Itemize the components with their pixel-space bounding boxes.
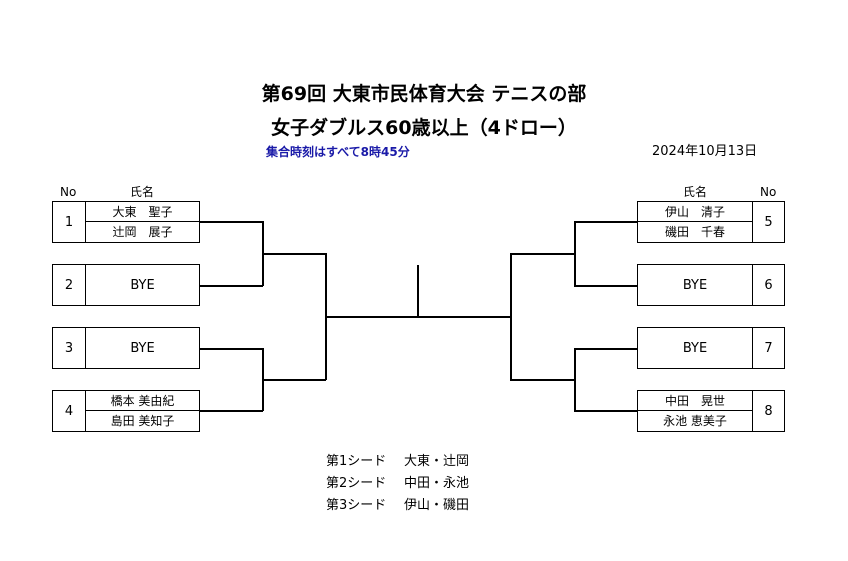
entry-4-player-2: 島田 美知子 (110, 414, 175, 428)
page-title: 第69回 大東市民体育大会 テニスの部 (261, 83, 587, 105)
bracket-line (510, 253, 575, 255)
bracket-line (574, 410, 637, 412)
bracket-line (510, 379, 575, 381)
event-subtitle: 女子ダブルス60歳以上（4ドロー） (271, 117, 577, 139)
entry-4-player-1: 橋本 美由紀 (86, 391, 199, 411)
bracket-line (574, 221, 637, 223)
entry-4-name-box: 橋本 美由紀 島田 美知子 (85, 390, 200, 432)
entry-5-player-2: 磯田 千春 (664, 225, 725, 239)
seed-pair: 伊山・磯田 (404, 498, 470, 513)
seed-label: 第3シード (326, 498, 387, 513)
draw-number-5: 5 (752, 201, 785, 243)
bracket-line (200, 285, 263, 287)
bracket-line (574, 348, 637, 350)
entry-1-player-1: 大東 聖子 (86, 202, 199, 222)
seed-pair: 大東・辻岡 (404, 454, 470, 469)
entry-5-player-1: 伊山 清子 (638, 202, 752, 222)
header-no-left: No (60, 185, 77, 199)
header-name-left: 氏名 (130, 185, 155, 199)
bracket-line (510, 253, 512, 380)
entry-8-player-2: 永池 恵美子 (663, 414, 727, 428)
bracket-line (262, 253, 326, 255)
draw-number-2: 2 (52, 264, 86, 306)
entry-8-player-1: 中田 晃世 (638, 391, 752, 411)
entry-6-bye: BYE (637, 264, 753, 306)
event-date: 2024年10月13日 (652, 144, 758, 159)
meeting-time-note: 集合時刻はすべて8時45分 (266, 145, 410, 159)
entry-3-bye: BYE (85, 327, 200, 369)
entry-2-bye: BYE (85, 264, 200, 306)
draw-number-1: 1 (52, 201, 86, 243)
bracket-line (200, 410, 263, 412)
entry-1-player-2: 辻岡 展子 (112, 225, 173, 239)
seed-row-3: 第3シード 伊山・磯田 (326, 495, 469, 517)
seed-row-1: 第1シード 大東・辻岡 (326, 451, 469, 473)
seed-label: 第1シード (326, 454, 387, 469)
entry-1-name-box: 大東 聖子 辻岡 展子 (85, 201, 200, 243)
bracket-line (200, 348, 263, 350)
entry-8-name-box: 中田 晃世 永池 恵美子 (637, 390, 753, 432)
draw-number-4: 4 (52, 390, 86, 432)
header-no-right: No (760, 185, 777, 199)
seed-list: 第1シード 大東・辻岡 第2シード 中田・永池 第3シード 伊山・磯田 (326, 451, 469, 517)
bracket-line (574, 285, 637, 287)
seed-pair: 中田・永池 (404, 476, 470, 491)
seed-row-2: 第2シード 中田・永池 (326, 473, 469, 495)
header-name-right: 氏名 (683, 185, 708, 199)
seed-label: 第2シード (326, 476, 387, 491)
entry-7-bye: BYE (637, 327, 753, 369)
champion-line (417, 265, 419, 317)
draw-number-6: 6 (752, 264, 785, 306)
draw-number-7: 7 (752, 327, 785, 369)
entry-5-name-box: 伊山 清子 磯田 千春 (637, 201, 753, 243)
bracket-line (200, 221, 263, 223)
draw-number-8: 8 (752, 390, 785, 432)
bracket-line (262, 379, 326, 381)
draw-number-3: 3 (52, 327, 86, 369)
